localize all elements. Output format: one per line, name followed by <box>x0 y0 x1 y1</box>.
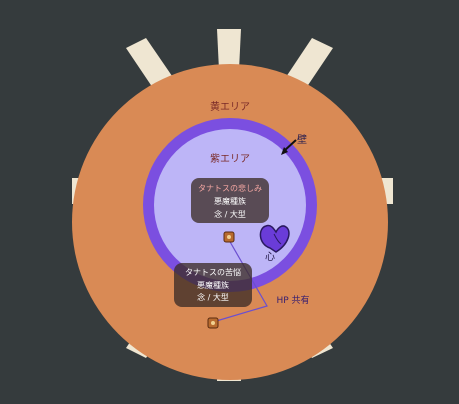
boss-sorrow-card: タナトスの悲しみ 悪魔種族 念 / 大型 <box>191 178 269 223</box>
boss-anguish-type: 念 / 大型 <box>197 292 229 302</box>
boss-sorrow-name: タナトスの悲しみ <box>198 183 262 193</box>
boss-anguish-race: 悪魔種族 <box>197 280 229 290</box>
purple-area-label: 紫エリア <box>210 153 250 165</box>
heart-icon <box>259 224 290 253</box>
boss-anguish-marker-icon <box>207 317 219 329</box>
heart-label: 心 <box>265 251 275 263</box>
hp-share-line <box>212 239 268 323</box>
boss-anguish-card: タナトスの苦悩 悪魔種族 念 / 大型 <box>174 263 252 307</box>
boss-sorrow-race: 悪魔種族 <box>214 196 246 206</box>
boss-anguish-name: タナトスの苦悩 <box>185 267 241 277</box>
boss-sorrow-type: 念 / 大型 <box>214 209 246 219</box>
boss-sorrow-marker-icon <box>223 231 235 243</box>
hp-shared-label: HP 共有 <box>276 294 309 306</box>
wall-arrow-icon <box>281 139 297 155</box>
yellow-area-label: 黄エリア <box>210 100 250 113</box>
spike-top-center <box>217 29 241 70</box>
wall-label: 壁 <box>297 133 307 146</box>
